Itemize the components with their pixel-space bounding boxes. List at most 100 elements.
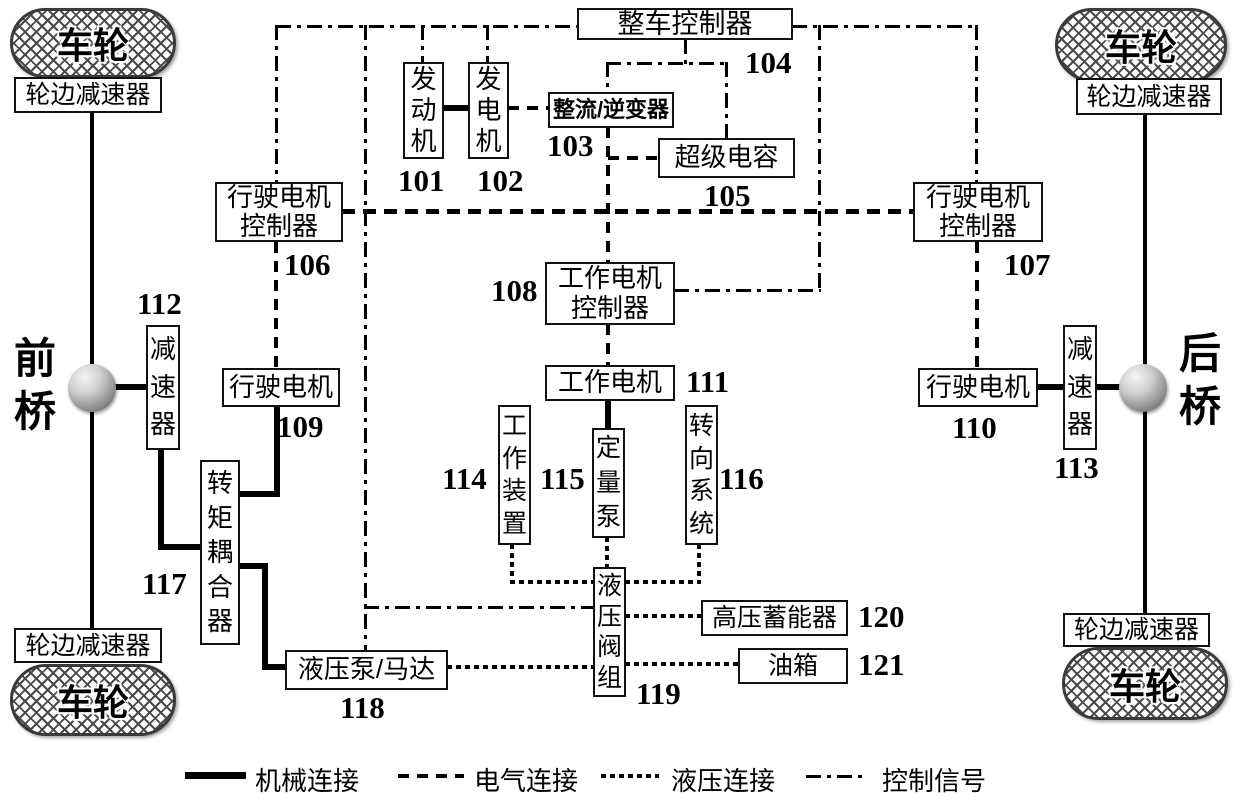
reducer-right-box: 减速器 bbox=[1063, 325, 1097, 450]
hydraulic-pump-motor-box: 液压泵/马达 bbox=[285, 650, 448, 690]
ref-111: 111 bbox=[686, 364, 730, 399]
wheel-rear-left-label: 车轮 bbox=[56, 682, 129, 723]
hydraulic-valve-group-box: 液压阀组 bbox=[593, 567, 626, 697]
hyd-line-valve-tank bbox=[625, 662, 739, 666]
ctrl-bus-right bbox=[792, 25, 978, 28]
traction-motor-right-box: 行驶电机 bbox=[918, 368, 1038, 407]
ctrl-line-to-valvegroup bbox=[364, 606, 594, 609]
mech-line-to-hydpump bbox=[262, 664, 287, 670]
hub-reducer-rear-left: 轮边减速器 bbox=[14, 628, 162, 663]
ref-119: 119 bbox=[636, 676, 681, 711]
ref-108: 108 bbox=[491, 273, 538, 308]
generator-box: 发电机 bbox=[468, 62, 509, 159]
ref-114: 114 bbox=[442, 461, 487, 496]
ref-104: 104 bbox=[745, 45, 792, 80]
work-motor-box: 工作电机 bbox=[545, 365, 675, 401]
torque-coupler-box: 转矩耦合器 bbox=[200, 460, 240, 645]
mech-line-coupler-right bbox=[238, 563, 268, 569]
legend-control-label: 控制信号 bbox=[882, 766, 987, 796]
legend-hydraulic-sample bbox=[601, 774, 659, 778]
hyd-line-steering-valve bbox=[625, 580, 701, 584]
mech-line-engine-generator bbox=[443, 105, 469, 111]
elec-line-tmc107-motor110 bbox=[975, 242, 979, 369]
ctrl-line-mid-horizontal bbox=[606, 62, 728, 65]
legend-mechanical-sample bbox=[185, 772, 246, 779]
hyd-line-workdevice-valve bbox=[510, 580, 594, 584]
wheel-rear-left: 车轮 bbox=[10, 664, 176, 736]
ctrl-line-to-rectifier bbox=[606, 62, 609, 93]
mech-line-coupler-down bbox=[262, 563, 268, 668]
ctrl-line-to-tmc107 bbox=[975, 25, 978, 183]
legend-electrical-label: 电气连接 bbox=[474, 766, 579, 796]
hp-accumulator-box: 高压蓄能器 bbox=[701, 600, 848, 636]
engine-box: 发动机 bbox=[403, 62, 444, 159]
ref-103: 103 bbox=[547, 128, 594, 163]
ctrl-line-vcu-drop bbox=[684, 39, 687, 65]
traction-motor-controller-left-box: 行驶电机控制器 bbox=[215, 182, 343, 242]
ref-118: 118 bbox=[340, 690, 385, 725]
front-axle-label: 前桥 bbox=[13, 335, 56, 435]
ref-110: 110 bbox=[952, 410, 997, 445]
ctrl-line-to-engine bbox=[421, 25, 424, 63]
ref-120: 120 bbox=[858, 599, 905, 634]
elec-line-wmc108-motor111 bbox=[606, 324, 610, 366]
steering-system-box: 转向系统 bbox=[685, 405, 718, 545]
wheel-front-right-label: 车轮 bbox=[1104, 27, 1177, 68]
ref-113: 113 bbox=[1054, 450, 1099, 485]
traction-motor-controller-right-box: 行驶电机控制器 bbox=[913, 182, 1043, 242]
supercapacitor-box: 超级电容 bbox=[658, 138, 795, 178]
ref-107: 107 bbox=[1004, 247, 1051, 282]
ctrl-line-to-tmc106 bbox=[275, 25, 278, 183]
hyd-line-valve-accumulator bbox=[625, 614, 702, 618]
ref-109: 109 bbox=[277, 409, 324, 444]
mech-line-motor109-down bbox=[274, 405, 280, 497]
ref-115: 115 bbox=[540, 461, 585, 496]
ctrl-line-to-wmc108 bbox=[674, 289, 821, 292]
wheel-front-right: 车轮 bbox=[1055, 8, 1227, 82]
mech-line-motor110-reducer113 bbox=[1037, 384, 1065, 390]
mech-line-workmotor-pump bbox=[605, 400, 611, 430]
hub-reducer-rear-right: 轮边减速器 bbox=[1063, 613, 1210, 647]
ctrl-bus-left bbox=[276, 25, 578, 28]
ref-116: 116 bbox=[719, 461, 764, 496]
front-axle-differential bbox=[68, 364, 116, 412]
hub-reducer-front-right: 轮边减速器 bbox=[1076, 78, 1222, 115]
ref-105: 105 bbox=[704, 178, 751, 213]
mech-line-reducer113-sphere bbox=[1095, 384, 1123, 390]
traction-motor-left-box: 行驶电机 bbox=[222, 368, 340, 407]
vehicle-controller-box: 整车控制器 bbox=[577, 8, 793, 40]
legend-hydraulic-label: 液压连接 bbox=[671, 766, 776, 796]
mech-line-reducer112-coupler bbox=[158, 544, 202, 550]
wheel-rear-right: 车轮 bbox=[1062, 647, 1228, 720]
ref-102: 102 bbox=[477, 163, 524, 198]
elec-line-rectifier-down bbox=[606, 127, 610, 263]
legend-control-sample bbox=[806, 775, 864, 778]
hyd-line-hydpump-valve bbox=[447, 665, 594, 669]
wheel-front-left-label: 车轮 bbox=[56, 25, 129, 66]
elec-line-generator-rectifier bbox=[508, 106, 550, 110]
ref-106: 106 bbox=[284, 247, 331, 282]
ref-101: 101 bbox=[398, 163, 445, 198]
wheel-front-left: 车轮 bbox=[10, 8, 176, 78]
rear-axle-differential bbox=[1119, 364, 1167, 412]
elec-line-tmc106-motor109 bbox=[274, 242, 278, 369]
mech-line-sphere-reducer112 bbox=[112, 384, 148, 390]
elec-line-supercap-link bbox=[608, 156, 660, 160]
ref-112: 112 bbox=[137, 286, 182, 321]
reducer-left-box: 减速器 bbox=[146, 325, 180, 450]
mech-line-reducer112-down bbox=[158, 449, 164, 549]
hub-reducer-front-left: 轮边减速器 bbox=[14, 77, 162, 113]
elec-bus-main bbox=[342, 209, 914, 214]
hyd-line-pump-valve bbox=[605, 537, 609, 568]
rear-axle-label: 后桥 bbox=[1178, 330, 1221, 430]
legend-electrical-sample bbox=[398, 774, 464, 778]
work-device-box: 工作装置 bbox=[498, 405, 531, 545]
mech-line-motor109-coupler bbox=[238, 491, 280, 497]
legend-mechanical-label: 机械连接 bbox=[255, 766, 360, 796]
ctrl-line-to-generator bbox=[486, 25, 489, 63]
wheel-rear-right-label: 车轮 bbox=[1108, 665, 1181, 707]
fixed-displacement-pump-box: 定量泵 bbox=[592, 428, 625, 538]
ctrl-line-to-supercap bbox=[725, 62, 728, 139]
rectifier-inverter-box: 整流/逆变器 bbox=[548, 92, 674, 128]
